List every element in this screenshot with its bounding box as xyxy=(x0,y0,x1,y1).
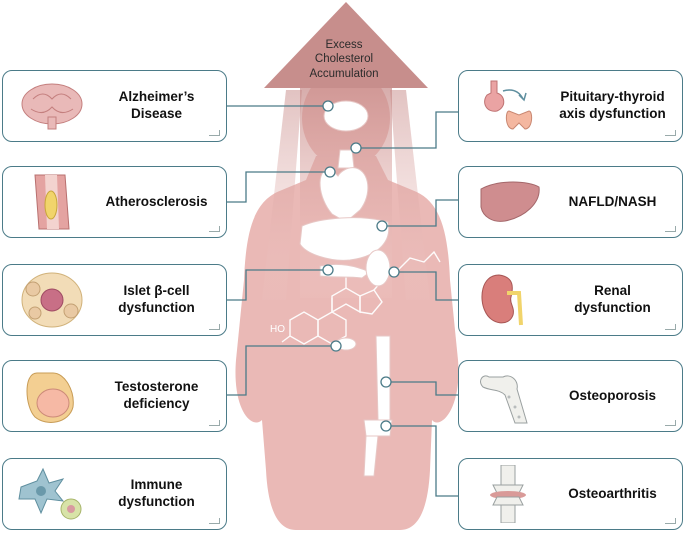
testis-icon xyxy=(26,372,74,423)
box-immune: Immune dysfunction xyxy=(2,458,227,530)
box-label: Osteoarthritis xyxy=(568,485,657,501)
brain-icon xyxy=(21,83,83,130)
arrow-label-line-1: Excess xyxy=(325,39,363,51)
box-corner xyxy=(209,420,220,426)
arrow-label: Excess Cholesterol Accumulation xyxy=(284,38,404,81)
thyroid-organ xyxy=(337,149,355,169)
box-atherosclerosis: Atherosclerosis xyxy=(2,166,227,238)
box-corner xyxy=(209,518,220,524)
artery-icon xyxy=(34,174,70,230)
immune-cell-icon xyxy=(18,467,82,520)
box-corner xyxy=(209,130,220,136)
box-renal: Renal dysfunction xyxy=(458,264,683,336)
box-nafld: NAFLD/NASH xyxy=(458,166,683,238)
box-osteoarthritis: Osteoarthritis xyxy=(458,458,683,530)
connector-nodes xyxy=(322,100,400,432)
liver-organ xyxy=(299,217,390,261)
organ-overlays xyxy=(299,100,393,477)
tibia-bone xyxy=(363,435,379,477)
box-corner xyxy=(665,518,676,524)
box-osteoporosis: Osteoporosis xyxy=(458,360,683,432)
pituitary-thyroid-icon xyxy=(484,80,533,130)
box-pituitary-thyroid: Pituitary-thyroid axis dysfunction xyxy=(458,70,683,142)
box-label: NAFLD/NASH xyxy=(568,193,657,209)
joint-icon xyxy=(490,465,526,523)
box-corner xyxy=(209,226,220,232)
box-corner xyxy=(665,324,676,330)
heart-organ xyxy=(319,167,369,223)
box-testosterone: Testosterone deficiency xyxy=(2,360,227,432)
kidney-organ xyxy=(365,249,391,287)
box-label: Testosterone deficiency xyxy=(114,379,199,411)
box-corner xyxy=(665,420,676,426)
box-label: Osteoporosis xyxy=(568,387,657,403)
box-label: Pituitary-thyroid axis dysfunction xyxy=(559,89,666,121)
box-alzheimers: Alzheimer’s Disease xyxy=(2,70,227,142)
box-label: Atherosclerosis xyxy=(105,193,208,209)
connectors xyxy=(227,105,458,497)
brain-organ xyxy=(323,100,369,132)
bone-icon xyxy=(480,375,528,424)
box-label: Alzheimer’s Disease xyxy=(118,89,195,121)
box-islet: Islet β-cell dysfunction xyxy=(2,264,227,336)
arrow-label-line-2: Cholesterol xyxy=(314,53,374,66)
box-corner xyxy=(665,226,676,232)
box-corner xyxy=(209,324,220,330)
box-label: Islet β-cell dysfunction xyxy=(118,283,195,315)
box-corner xyxy=(665,130,676,136)
molecule-ho-label: HO xyxy=(270,324,285,335)
box-label: Immune dysfunction xyxy=(118,477,195,509)
arrow-label-line-3: Accumulation xyxy=(309,67,379,80)
kidney-icon xyxy=(481,274,523,326)
box-label: Renal dysfunction xyxy=(574,283,651,315)
islet-cell-icon xyxy=(21,272,83,328)
liver-icon xyxy=(480,181,540,222)
